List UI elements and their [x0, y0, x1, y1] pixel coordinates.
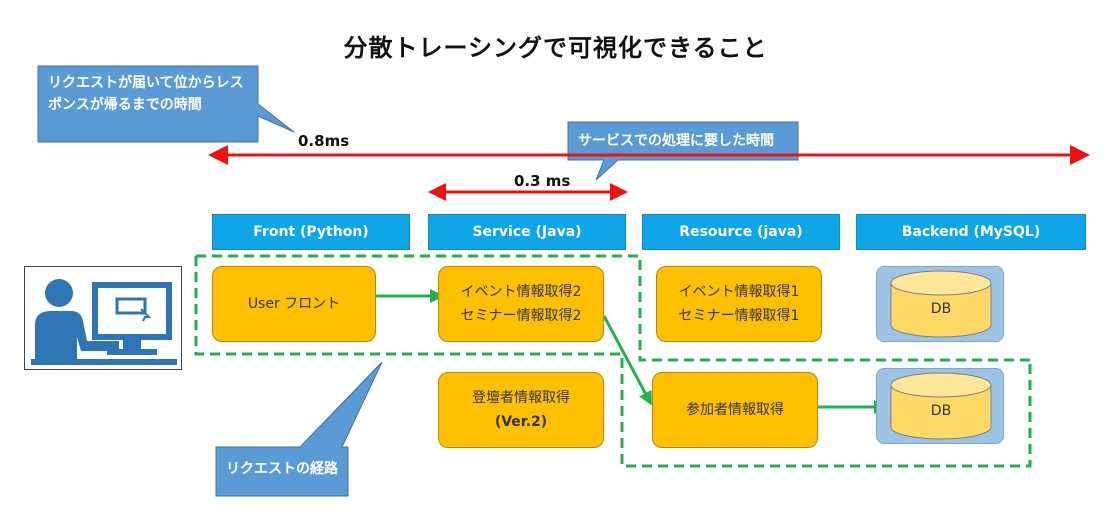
node-event-info-1-line2: セミナー情報取得1: [678, 308, 800, 324]
user-icon: [24, 266, 182, 370]
node-event-info-2-line2: セミナー情報取得2: [460, 308, 582, 324]
total-time-arrow: [208, 145, 1090, 165]
service-time-label: 0.3 ms: [514, 172, 571, 190]
flow-arrow-service-to-participant: [602, 315, 652, 406]
node-event-info-1-line1: イベント情報取得1: [678, 284, 800, 300]
node-event-info-2[interactable]: イベント情報取得2 セミナー情報取得2: [438, 266, 604, 342]
callout-request-path-bubble: [215, 361, 383, 497]
column-header-front: Front (Python): [212, 214, 410, 250]
node-registrant[interactable]: 登壇者情報取得 (Ver.2): [438, 372, 604, 448]
total-time-label: 0.8ms: [298, 132, 350, 150]
database-cylinder-icon: [890, 270, 992, 338]
db-node-2[interactable]: DB: [876, 368, 1004, 444]
node-participant[interactable]: 参加者情報取得: [652, 372, 818, 448]
callout-service-time-text: サービスでの処理に要した時間: [578, 133, 774, 149]
callout-request-path-text: リクエストの経路: [226, 461, 338, 477]
callout-service-time-bubble: [567, 121, 799, 181]
db-node-2-label: DB: [930, 403, 952, 419]
callout-total-time-text: リクエストが届いて位からレスポンスが帰るまでの時間: [48, 75, 244, 113]
node-registrant-line2: (Ver.2): [494, 414, 548, 430]
column-header-service: Service (Java): [428, 214, 626, 250]
node-event-info-2-line1: イベント情報取得2: [460, 284, 582, 300]
db-node-1[interactable]: DB: [876, 266, 1004, 342]
column-header-backend: Backend (MySQL): [856, 214, 1086, 250]
request-path-dashed-region-left: [194, 256, 1032, 468]
diagram-title: 分散トレーシングで可視化できること: [343, 34, 768, 62]
node-user-front-label: User フロント: [247, 296, 341, 312]
callout-total-time-bubble: [37, 65, 295, 143]
database-cylinder-icon: [890, 372, 992, 440]
node-participant-label: 参加者情報取得: [686, 402, 784, 418]
node-registrant-line1: 登壇者情報取得: [472, 390, 570, 406]
node-user-front[interactable]: User フロント: [212, 266, 376, 342]
request-path-dashed-region-top: [196, 254, 1030, 362]
column-header-resource: Resource (java): [642, 214, 840, 250]
db-node-1-label: DB: [930, 301, 952, 317]
node-event-info-1[interactable]: イベント情報取得1 セミナー情報取得1: [656, 266, 822, 342]
service-time-arrow: [428, 183, 628, 201]
